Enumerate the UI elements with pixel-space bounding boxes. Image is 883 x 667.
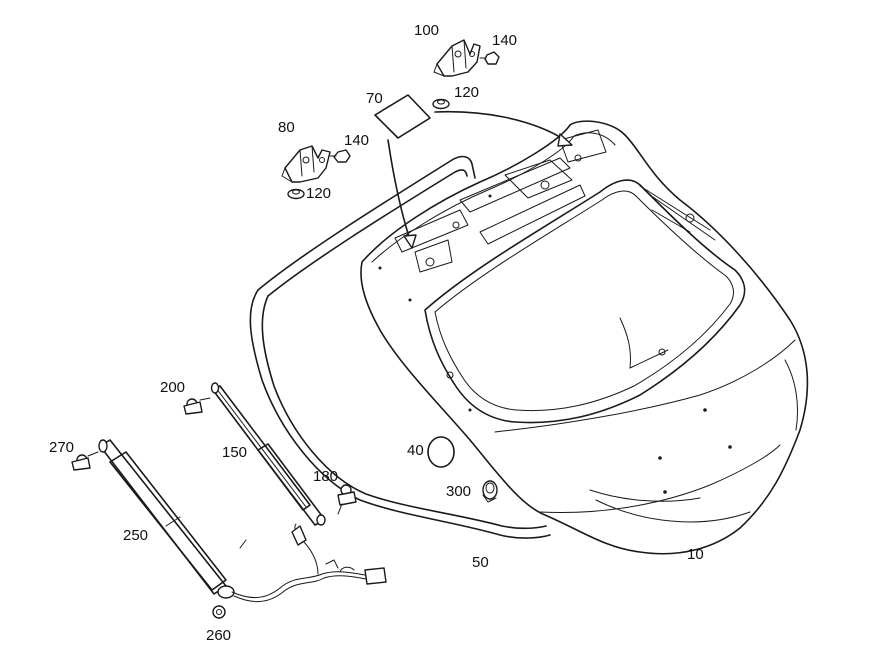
label-80: 80 [278,119,295,136]
label-300: 300 [446,483,471,500]
ball-stud-180 [337,484,357,515]
nut-120-left [287,188,305,200]
cap-40 [427,436,455,468]
leader-lines [239,539,247,549]
label-140-left: 140 [344,132,369,149]
label-50: 50 [472,554,489,571]
hinge-80 [281,145,331,183]
label-120-right: 120 [454,84,479,101]
label-10: 10 [687,546,704,563]
ball-stud-200 [183,397,211,415]
bolt-140-right [479,51,500,65]
callout-labels: 10 40 50 70 80 100 120 120 140 140 150 1… [49,22,704,644]
clip-260 [212,605,226,619]
tailgate-body-10 [360,120,809,555]
label-140-right: 140 [492,32,517,49]
hinge-100 [433,39,481,77]
label-200: 200 [160,379,185,396]
spindle-drive-250 [98,439,235,599]
label-70: 70 [366,90,383,107]
pad-70 [374,94,431,249]
label-250: 250 [123,527,148,544]
bump-stop-300 [482,480,498,503]
nut-120-right [432,98,450,110]
label-270: 270 [49,439,74,456]
label-100: 100 [414,22,439,39]
cable-harness [231,523,387,602]
seal-50 [249,155,551,539]
ball-stud-270 [71,451,99,471]
label-260: 260 [206,627,231,644]
label-120-left: 120 [306,185,331,202]
label-40: 40 [407,442,424,459]
gas-strut-150 [210,382,326,526]
label-150: 150 [222,444,247,461]
label-180: 180 [313,468,338,485]
bolt-140-left [329,149,351,163]
arrow-hinge-100 [434,110,573,147]
